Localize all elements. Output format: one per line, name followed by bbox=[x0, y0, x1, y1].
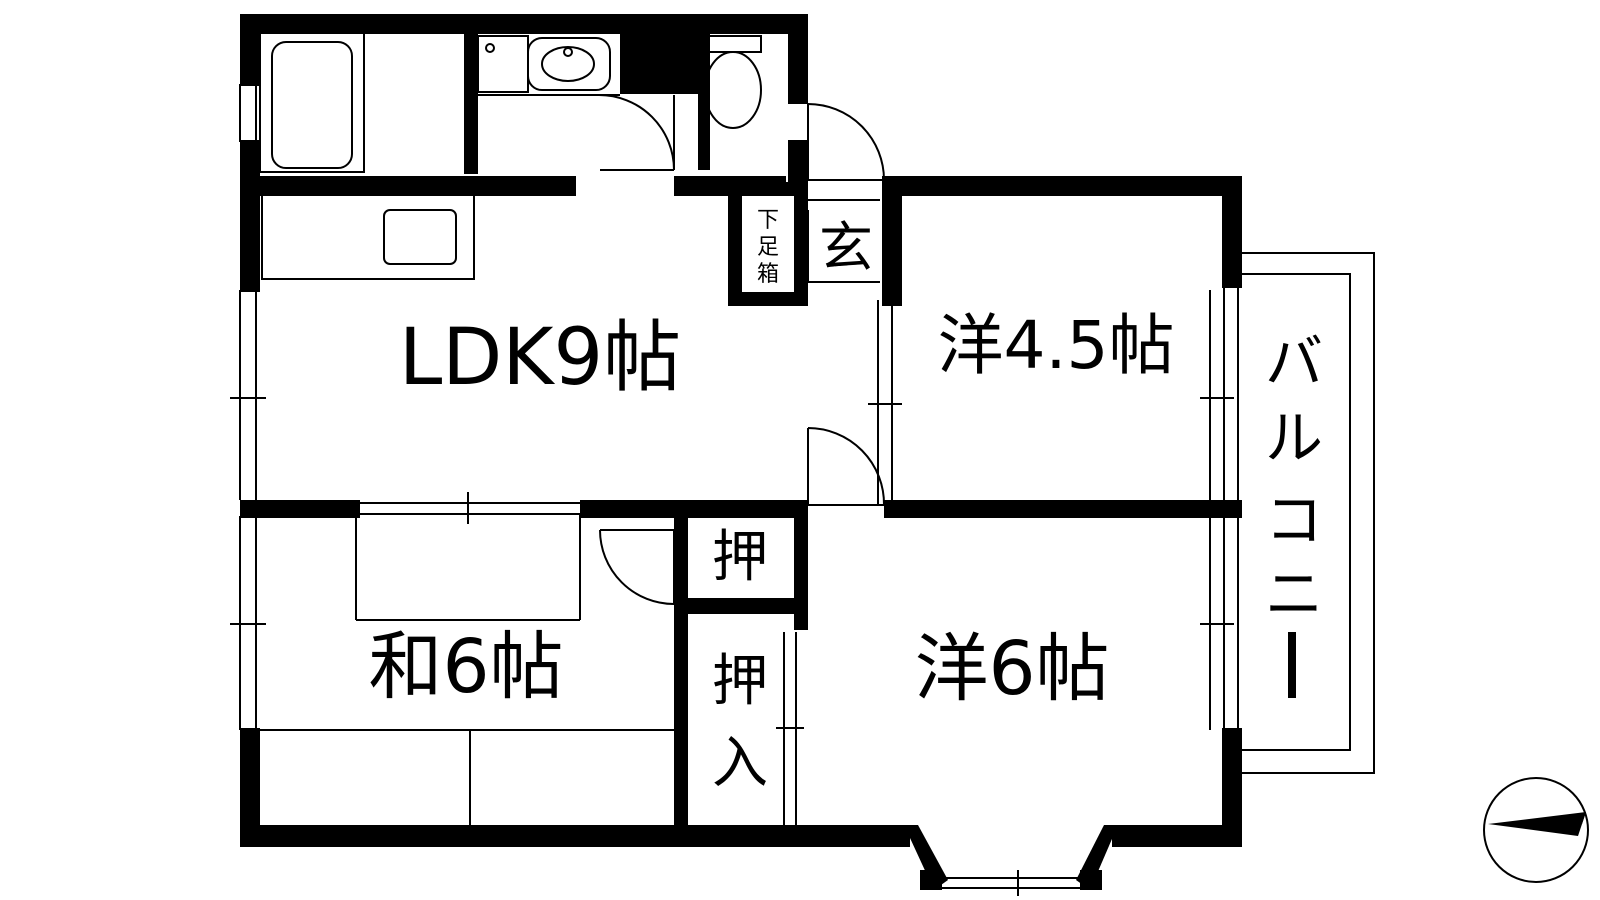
wash-basin bbox=[527, 37, 611, 91]
balcony-label-5: ー bbox=[1294, 689, 1295, 691]
balcony-label-5-bar bbox=[1288, 632, 1296, 698]
balcony-label-2: ル bbox=[1265, 404, 1323, 472]
closet-small-label: 押 bbox=[712, 525, 768, 590]
compass-circle bbox=[1483, 777, 1589, 883]
shoe-box-label-3: 箱 bbox=[757, 262, 779, 287]
toilet bbox=[704, 51, 762, 129]
kitchen-sink bbox=[383, 209, 457, 265]
shoe-box-label-1: 下 bbox=[757, 208, 779, 233]
closet-large-label-2: 入 bbox=[712, 731, 768, 796]
room-label-western-small: 洋4.5帖 bbox=[938, 307, 1175, 384]
room-label-japanese: 和6帖 bbox=[368, 624, 563, 710]
balcony-label-3: コ bbox=[1265, 486, 1323, 554]
balcony-label-1: バ bbox=[1265, 328, 1323, 396]
bathtub bbox=[271, 41, 353, 169]
washing-machine-space bbox=[477, 35, 529, 93]
entrance-label: 玄 bbox=[819, 216, 873, 279]
room-label-ldk: LDK9帖 bbox=[399, 313, 681, 403]
closet-large-label-1: 押 bbox=[712, 649, 768, 714]
north-arrow-icon bbox=[1488, 812, 1586, 836]
room-label-western-large: 洋6帖 bbox=[914, 626, 1109, 712]
balcony-label-4: ニ bbox=[1265, 560, 1323, 628]
fixtures-and-windows bbox=[230, 31, 1589, 896]
shoe-box-label-2: 足 bbox=[757, 235, 779, 260]
